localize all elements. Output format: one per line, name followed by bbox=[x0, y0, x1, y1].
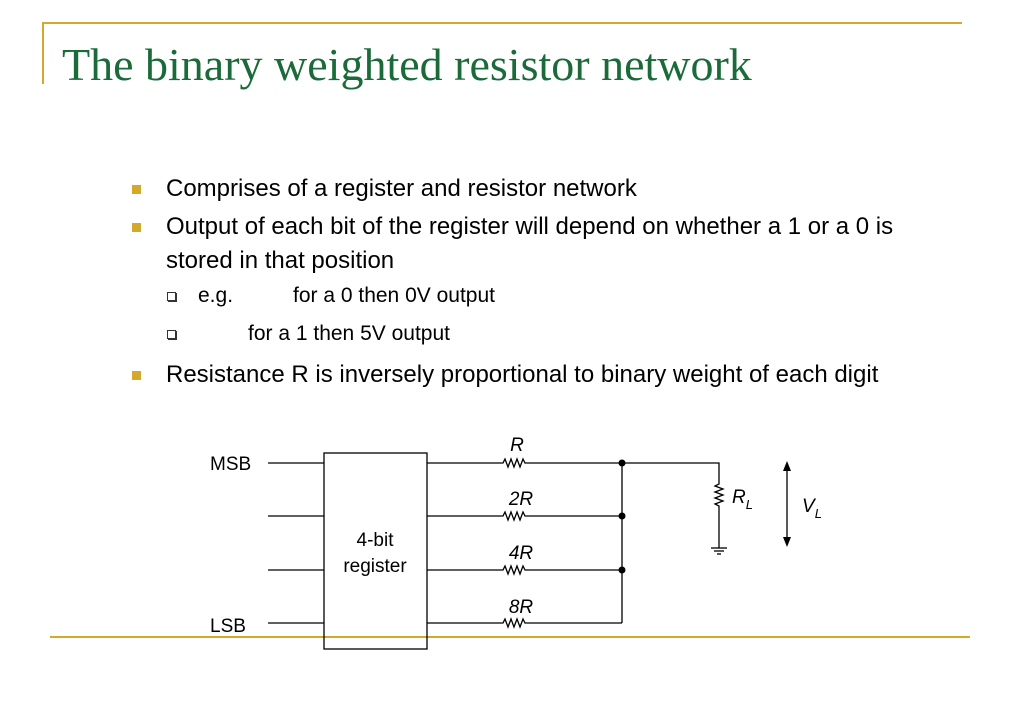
bullet-item: Comprises of a register and resistor net… bbox=[132, 172, 942, 206]
hollow-square-bullet-icon bbox=[167, 330, 176, 339]
bullet-item: Output of each bit of the register will … bbox=[132, 210, 942, 278]
voltage-symbol: V bbox=[802, 496, 817, 517]
junction-dot bbox=[618, 459, 626, 467]
square-bullet-icon bbox=[132, 223, 141, 232]
voltage-label: VL bbox=[802, 496, 822, 521]
resistor-label-4r: 4R bbox=[509, 543, 534, 564]
sub-bullet-item: e.g. for a 0 then 0V output bbox=[132, 282, 942, 310]
junction-dot bbox=[618, 566, 626, 574]
load-resistor-subscript: L bbox=[746, 497, 753, 512]
lsb-label: LSB bbox=[210, 616, 246, 637]
bottom-rule bbox=[50, 636, 970, 638]
hollow-square-bullet-icon bbox=[167, 292, 176, 301]
voltage-subscript: L bbox=[815, 506, 822, 521]
bullet-text: Comprises of a register and resistor net… bbox=[166, 175, 637, 202]
sub-bullet-text: for a 0 then 0V output bbox=[293, 284, 495, 307]
resistor-4r-line bbox=[427, 564, 622, 576]
sub-bullet-text: for a 1 then 5V output bbox=[248, 322, 450, 345]
resistor-2r-line bbox=[427, 510, 622, 522]
bullet-text: Resistance R is inversely proportional t… bbox=[166, 361, 879, 388]
load-resistor bbox=[622, 462, 725, 548]
resistor-8r-line bbox=[427, 617, 622, 629]
bullet-text: Output of each bit of the register will … bbox=[166, 213, 894, 274]
sub-bullet-prefix: e.g. bbox=[198, 284, 234, 307]
resistor-label-r: R bbox=[510, 435, 524, 456]
resistor-r-line bbox=[427, 457, 622, 469]
arrow-down-icon bbox=[783, 537, 791, 547]
sub-bullet-item: for a 1 then 5V output bbox=[132, 320, 942, 348]
square-bullet-icon bbox=[132, 185, 141, 194]
bullet-item: Resistance R is inversely proportional t… bbox=[132, 358, 942, 392]
junction-dot bbox=[618, 512, 626, 520]
resistor-label-8r: 8R bbox=[509, 597, 534, 618]
arrow-up-icon bbox=[783, 461, 791, 471]
register-label-line1: 4-bit bbox=[357, 530, 395, 551]
bullet-list: Comprises of a register and resistor net… bbox=[132, 172, 942, 396]
load-resistor-symbol: R bbox=[732, 487, 746, 508]
load-resistor-label: RL bbox=[732, 487, 753, 512]
top-rule bbox=[42, 22, 962, 24]
msb-label: MSB bbox=[210, 454, 251, 475]
square-bullet-icon bbox=[132, 371, 141, 380]
left-rule bbox=[42, 22, 44, 84]
resistor-label-2r: 2R bbox=[508, 489, 534, 510]
register-label-line2: register bbox=[343, 556, 407, 577]
slide-title: The binary weighted resistor network bbox=[62, 39, 752, 90]
register-box bbox=[323, 452, 428, 650]
